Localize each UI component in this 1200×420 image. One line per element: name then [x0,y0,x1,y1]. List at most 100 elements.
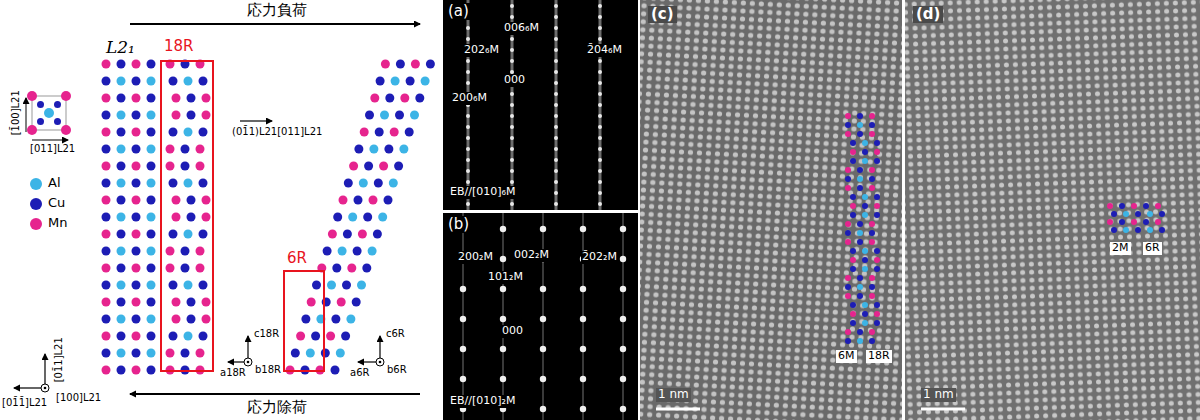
atom [102,298,111,307]
atom [380,111,389,120]
diffraction-spot [598,4,602,8]
atom [147,128,156,137]
atom [336,349,345,358]
atom [44,108,54,118]
diffraction-spot [540,346,546,352]
atom [132,77,141,86]
atom [199,128,208,137]
diffraction-spot [554,180,558,184]
diffraction-spot [620,256,626,262]
axis-label: c18R [254,328,279,340]
axis-label: a6R [350,367,369,379]
atom-overlay [874,140,880,146]
atom-overlay [862,194,868,200]
atom [331,315,340,324]
diffraction-spot [540,226,546,232]
atom [357,281,366,290]
diffraction-spot [510,136,514,140]
atom-overlay [869,185,875,191]
atom [406,77,415,86]
scale-label: 1 nm [656,388,691,402]
spot-index: 006₆M [503,22,540,35]
structure-cell: 6R [283,250,325,372]
atom [353,247,362,256]
atom-overlay [1111,211,1117,217]
axis-out-of-plane [44,387,47,390]
atom [147,230,156,239]
atom [132,298,141,307]
scale-bar [921,408,965,411]
atom [374,179,383,188]
diffraction-streak [555,0,558,210]
diffraction-spot [466,37,470,41]
atom [373,230,382,239]
diffraction-spot [598,103,602,107]
atom [347,264,356,273]
atom [147,315,156,324]
atom [370,94,379,103]
atom-overlay [845,239,851,245]
atom [321,349,330,358]
diffraction-spot [554,136,558,140]
atom-overlay [850,320,856,326]
atom [379,162,388,171]
atom [147,60,156,69]
atom [172,111,181,120]
scale-bar [656,408,700,411]
atom [199,230,208,239]
atom [184,179,193,188]
atom-overlay [874,311,880,317]
cell-label: 6R [287,250,307,267]
atom [102,179,111,188]
phase-label: 6M [836,350,857,363]
atom-overlay [845,329,851,335]
unit-cell-inset [32,96,66,130]
atom [117,162,126,171]
atom-overlay [862,320,868,326]
diffraction-spot [510,59,514,63]
atom-overlay [850,257,856,263]
atom [199,77,208,86]
atom [132,94,141,103]
atom-overlay [857,185,863,191]
atom [306,349,315,358]
diffraction-spot [500,286,506,292]
phase-label: 2M [1110,242,1131,255]
atom [184,77,193,86]
atom [102,77,111,86]
diffraction-spot [466,125,470,129]
atom-overlay [850,248,856,254]
diffraction-spot [510,4,514,8]
atom [359,179,368,188]
atom-overlay [1147,227,1153,233]
loading-arrow [130,23,420,25]
atom-overlay [850,266,856,272]
hrtem-panel: (c)6M18R1 nm [640,0,902,420]
atom-overlay [869,284,875,290]
atom [338,247,347,256]
phase-name: L2₁ [106,38,135,58]
spot-index: 200₆M [451,92,488,105]
spot-index: 101₂M [487,271,524,284]
process-label: 応力負荷 [247,2,307,19]
atom-overlay [874,149,880,155]
cell-outline [160,60,214,372]
axis-out-of-plane [244,358,252,366]
atom [166,349,175,358]
atom [369,196,378,205]
spot-index: 202₆M [463,44,500,57]
atom [27,91,37,101]
atom [333,213,342,222]
axis-out-of-plane [41,384,49,392]
atom-overlay [857,239,863,245]
atom [196,162,205,171]
atom-overlay [862,266,868,272]
diffraction-spot [554,191,558,195]
atom [132,332,141,341]
atom [369,145,378,154]
atom [390,128,399,137]
atom [147,94,156,103]
atom [181,366,190,375]
diffraction-spot [554,81,558,85]
axis-label: [01̄1̄]L21 [2,397,47,409]
